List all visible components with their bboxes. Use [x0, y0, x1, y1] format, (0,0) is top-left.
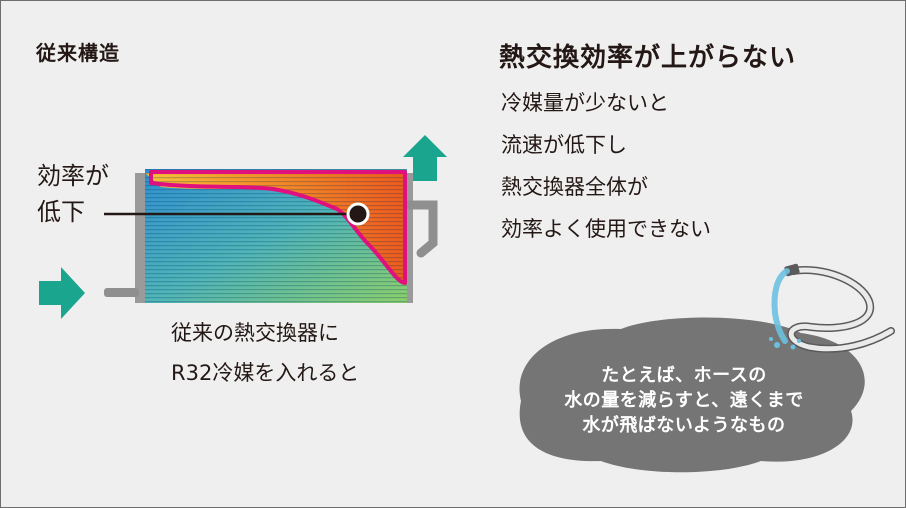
caption-line-2: R32冷媒を入れると: [171, 361, 360, 385]
section-title: 従来構造: [36, 41, 120, 65]
point-line-3: 熱交換器全体が: [501, 175, 648, 199]
callout-label-line-1: 効率が: [37, 162, 109, 190]
caption-line-1: 従来の熱交換器に: [171, 321, 339, 345]
inflow-arrow-icon: [39, 267, 85, 319]
efficient-region-outline: [149, 170, 407, 285]
callout-label-line-2: 低下: [37, 198, 85, 226]
point-line-4: 効率よく使用できない: [501, 217, 711, 241]
headline: 熱交換効率が上がらない: [499, 43, 797, 73]
analogy-line-2: 水の量を減らすと、遠くまで: [564, 390, 804, 411]
water-stream-icon: [771, 268, 790, 344]
outflow-arrow-icon: [403, 135, 447, 181]
point-line-1: 冷媒量が少ないと: [501, 91, 669, 115]
analogy-line-3: 水が飛ばないようなもの: [582, 415, 786, 436]
analogy-line-1: たとえば、ホースの: [601, 365, 767, 386]
analogy-text: たとえば、ホースの 水の量を減らすと、遠くまで 水が飛ばないようなもの: [519, 363, 849, 438]
callout-dot-icon: [346, 202, 370, 226]
heat-exchanger-frame: [104, 173, 438, 303]
water-splash-icon: [769, 337, 801, 350]
point-line-2: 流速が低下し: [501, 133, 627, 157]
analogy-cloud: [519, 317, 865, 473]
